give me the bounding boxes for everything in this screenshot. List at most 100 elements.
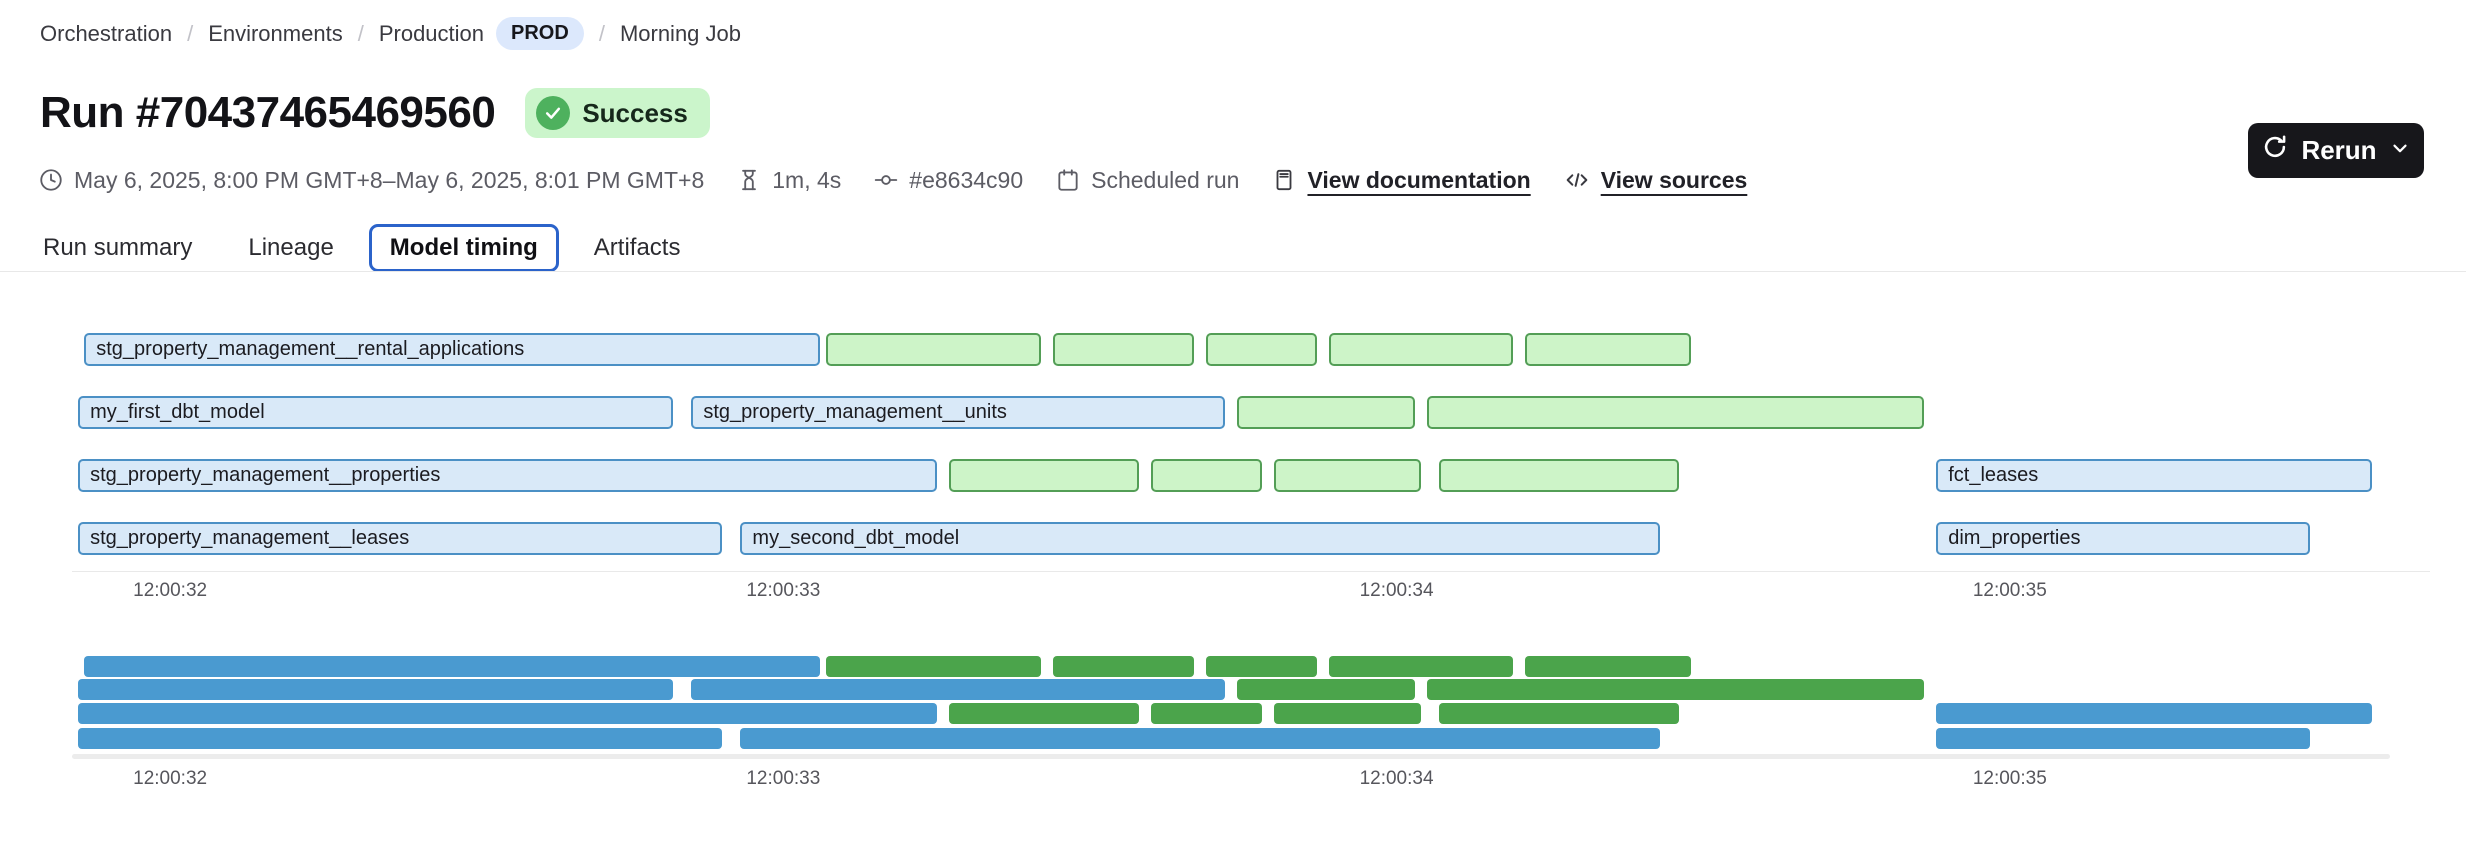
gantt-bar-model[interactable]: stg_property_management__rental_applicat…	[84, 333, 821, 366]
model-name-label: fct_leases	[1948, 464, 2039, 486]
model-timing-chart: stg_property_management__rental_applicat…	[72, 0, 2390, 842]
minimap-bar-test[interactable]	[1525, 656, 1691, 677]
run-time-range: May 6, 2025, 8:00 PM GMT+8–May 6, 2025, …	[38, 167, 704, 194]
model-name-label: dim_properties	[1948, 527, 2081, 549]
gantt-bar-model[interactable]: stg_property_management__properties	[78, 459, 937, 492]
main-axis-line	[72, 571, 2430, 572]
status-label: Success	[582, 97, 688, 128]
rerun-button[interactable]: Rerun	[2248, 123, 2424, 178]
tab-divider	[0, 271, 2466, 272]
gantt-bar-test[interactable]	[1237, 396, 1415, 429]
rerun-label: Rerun	[2301, 135, 2377, 165]
minimap-bar-test[interactable]	[948, 703, 1139, 724]
tab-artifacts[interactable]: Artifacts	[573, 224, 702, 272]
gantt-bar-test[interactable]	[1151, 459, 1262, 492]
time-range-text: May 6, 2025, 8:00 PM GMT+8–May 6, 2025, …	[74, 166, 705, 193]
minimap-track[interactable]	[72, 754, 2390, 759]
minimap-bar-test[interactable]	[1273, 703, 1422, 724]
gantt-bar-model[interactable]: stg_property_management__units	[691, 396, 1225, 429]
minimap-bar-model[interactable]	[740, 728, 1661, 749]
tab-bar: Run summary Lineage Model timing Artifacts	[22, 224, 701, 272]
minimap-bar-test[interactable]	[1427, 679, 1924, 700]
breadcrumb-separator: /	[598, 20, 605, 46]
view-sources-link[interactable]: View sources	[1563, 166, 1748, 194]
minimap-bar-model[interactable]	[691, 679, 1225, 700]
time-axis-label: 12:00:33	[746, 580, 821, 601]
gantt-bar-model[interactable]: my_second_dbt_model	[740, 522, 1661, 555]
gantt-bar-test[interactable]	[826, 333, 1041, 366]
check-icon	[536, 96, 571, 130]
tab-lineage[interactable]: Lineage	[227, 224, 354, 272]
commit-icon	[873, 167, 899, 193]
minimap-bar-test[interactable]	[1329, 656, 1514, 677]
gantt-bar-test[interactable]	[1206, 333, 1317, 366]
minimap-bar-model[interactable]	[1936, 728, 2311, 749]
time-axis-label: 12:00:34	[1359, 768, 1434, 789]
minimap-bar-test[interactable]	[1439, 703, 1679, 724]
status-badge: Success	[525, 88, 710, 138]
gantt-bar-test[interactable]	[1427, 396, 1924, 429]
breadcrumb-item[interactable]: Environments	[208, 20, 343, 46]
gantt-bar-test[interactable]	[948, 459, 1139, 492]
gantt-bar-model[interactable]: dim_properties	[1936, 522, 2311, 555]
gantt-bar-test[interactable]	[1439, 459, 1679, 492]
model-name-label: my_first_dbt_model	[90, 401, 265, 423]
model-name-label: stg_property_management__properties	[90, 464, 441, 486]
time-axis-label: 12:00:35	[1972, 580, 2047, 601]
environment-badge: PROD	[496, 17, 584, 50]
minimap-bar-test[interactable]	[1053, 656, 1195, 677]
time-axis-label: 12:00:35	[1972, 768, 2047, 789]
commit-sha-text: #e8634c90	[909, 166, 1024, 193]
run-commit: #e8634c90	[873, 167, 1023, 194]
breadcrumb-item[interactable]: Production	[378, 20, 485, 46]
code-icon	[1563, 166, 1591, 194]
title-row: Run #70437465469560 Success	[40, 88, 710, 138]
model-name-label: stg_property_management__units	[703, 401, 1007, 423]
minimap-bar-test[interactable]	[1151, 703, 1262, 724]
page-title: Run #70437465469560	[40, 88, 496, 137]
view-documentation-link[interactable]: View documentation	[1271, 166, 1531, 194]
gantt-bar-test[interactable]	[1053, 333, 1195, 366]
document-icon	[1271, 167, 1297, 193]
time-axis-label: 12:00:32	[133, 580, 208, 601]
breadcrumb-item[interactable]: Morning Job	[619, 20, 742, 46]
minimap-bar-model[interactable]	[84, 656, 821, 677]
minimap-bar-test[interactable]	[1206, 656, 1317, 677]
run-duration: 1m, 4s	[736, 167, 841, 194]
model-name-label: stg_property_management__leases	[90, 527, 410, 549]
tab-model-timing[interactable]: Model timing	[368, 224, 559, 272]
trigger-text: Scheduled run	[1091, 166, 1240, 193]
minimap-bar-test[interactable]	[1237, 679, 1415, 700]
sources-link-text: View sources	[1600, 166, 1748, 193]
refresh-icon	[2261, 133, 2289, 168]
minimap-bar-test[interactable]	[826, 656, 1041, 677]
hourglass-icon	[736, 167, 762, 193]
breadcrumb: Orchestration / Environments / Production PRO…	[40, 17, 741, 50]
minimap-bar-model[interactable]	[78, 728, 722, 749]
run-trigger: Scheduled run	[1055, 167, 1239, 194]
model-name-label: stg_property_management__rental_applicat…	[96, 338, 525, 360]
duration-text: 1m, 4s	[772, 166, 842, 193]
gantt-bar-test[interactable]	[1329, 333, 1514, 366]
time-axis-label: 12:00:32	[133, 768, 208, 789]
time-axis-label: 12:00:33	[746, 768, 821, 789]
minimap-bar-model[interactable]	[78, 703, 937, 724]
gantt-bar-model[interactable]: stg_property_management__leases	[78, 522, 722, 555]
breadcrumb-separator: /	[357, 20, 364, 46]
gantt-bar-test[interactable]	[1273, 459, 1422, 492]
chevron-down-icon	[2389, 135, 2411, 166]
documentation-link-text: View documentation	[1307, 166, 1531, 193]
breadcrumb-separator: /	[187, 20, 194, 46]
gantt-bar-model[interactable]: my_first_dbt_model	[78, 396, 673, 429]
tab-run-summary[interactable]: Run summary	[22, 224, 213, 272]
gantt-bar-test[interactable]	[1525, 333, 1691, 366]
run-meta: May 6, 2025, 8:00 PM GMT+8–May 6, 2025, …	[38, 166, 1747, 194]
calendar-icon	[1055, 167, 1081, 193]
model-name-label: my_second_dbt_model	[752, 527, 960, 549]
minimap-bar-model[interactable]	[78, 679, 673, 700]
breadcrumb-item[interactable]: Orchestration	[40, 20, 173, 46]
gantt-bar-model[interactable]: fct_leases	[1936, 459, 2372, 492]
minimap-bar-model[interactable]	[1936, 703, 2372, 724]
time-axis-label: 12:00:34	[1359, 580, 1434, 601]
